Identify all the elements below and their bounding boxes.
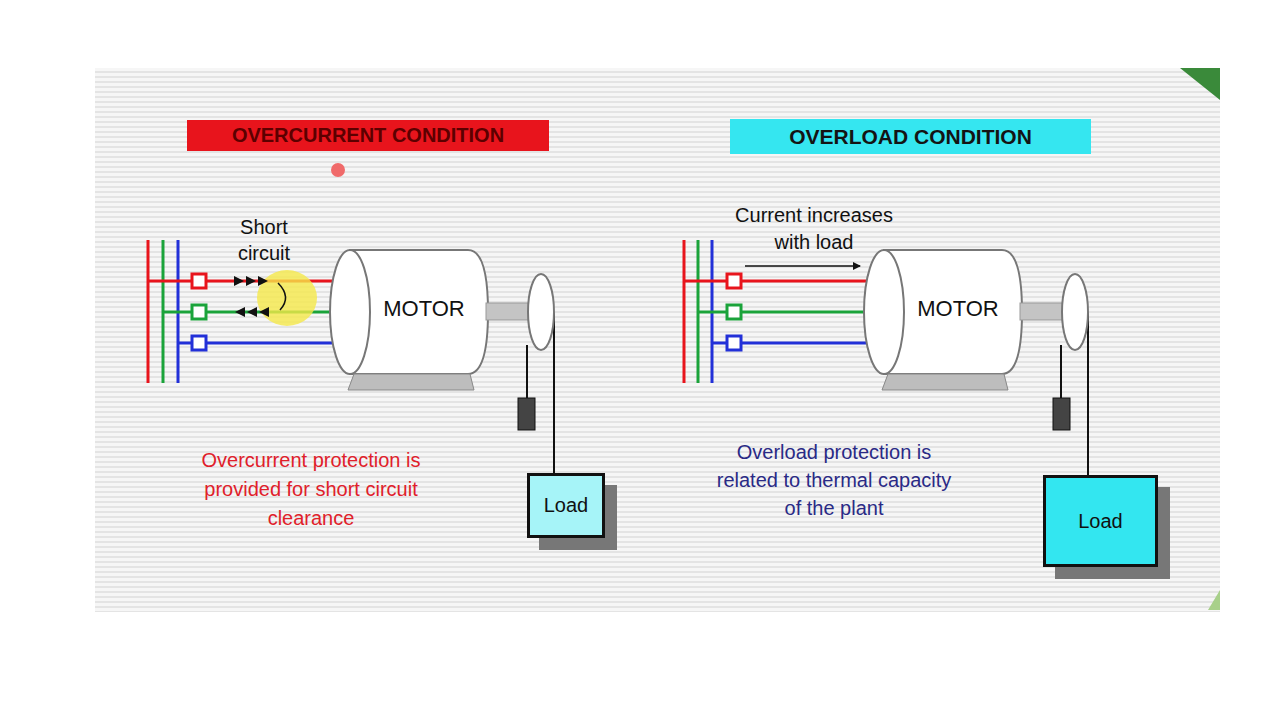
weight — [1053, 398, 1070, 430]
pointer-dot — [331, 163, 345, 177]
breakers — [192, 274, 206, 350]
annotation: Overcurrent protection is provided for s… — [178, 446, 444, 533]
weight-rope — [1060, 345, 1062, 398]
motor-label: MOTOR — [902, 296, 1014, 322]
motor: MOTOR — [328, 248, 555, 392]
weight-rope — [526, 345, 528, 398]
motor-label: MOTOR — [368, 296, 480, 322]
rope — [553, 312, 555, 473]
load-label: Load — [1078, 510, 1123, 533]
title-band: OVERCURRENT CONDITION — [187, 120, 549, 151]
annotation: Short circuit — [228, 214, 300, 266]
band-title: OVERCURRENT CONDITION — [232, 124, 504, 147]
supply-wires — [684, 281, 886, 343]
fault-arrows — [234, 276, 286, 317]
breakers — [727, 274, 741, 350]
load-box: Load — [1043, 475, 1158, 567]
current-arrow — [745, 265, 860, 267]
corner-decoration — [1208, 590, 1220, 610]
motor: MOTOR — [862, 248, 1089, 392]
weight — [518, 398, 535, 430]
load-box: Load — [527, 473, 605, 538]
annotation: Current increases with load — [716, 202, 912, 256]
highlight — [257, 270, 317, 326]
annotation: Overload protection is related to therma… — [712, 438, 956, 522]
corner-decoration — [1180, 68, 1220, 100]
load-label: Load — [544, 494, 589, 517]
band-title: OVERLOAD CONDITION — [789, 125, 1032, 149]
title-band: OVERLOAD CONDITION — [730, 119, 1091, 154]
supply-wires — [148, 281, 352, 343]
rope — [1087, 312, 1089, 475]
